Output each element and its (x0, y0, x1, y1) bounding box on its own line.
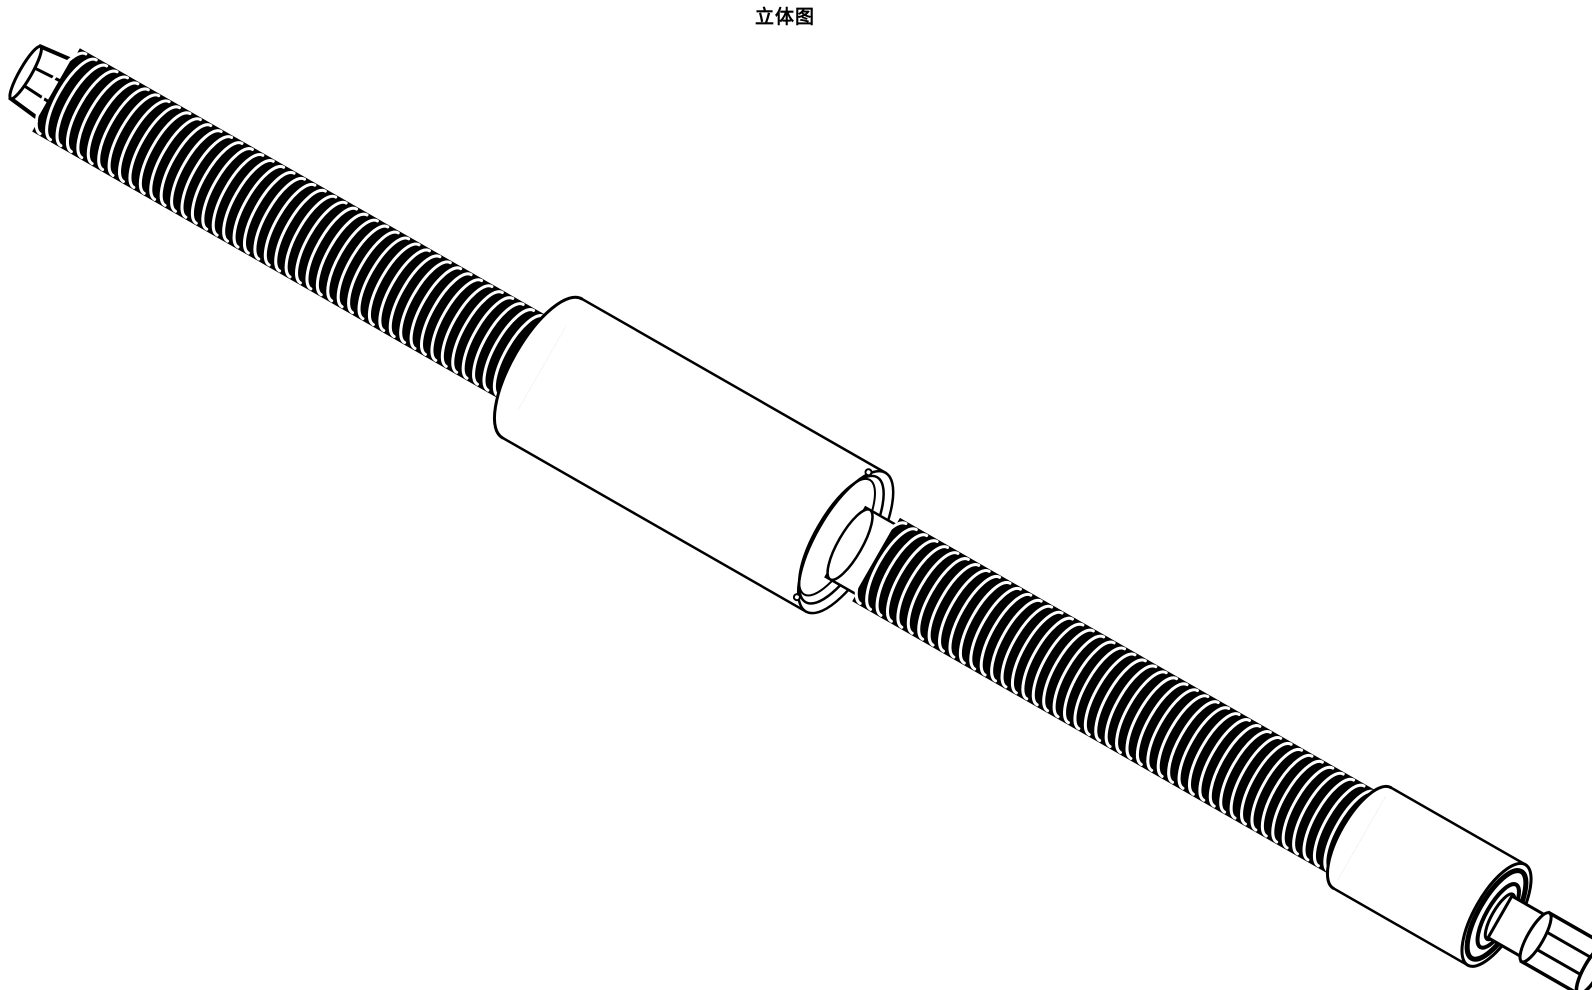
left-threaded-section (32, 48, 566, 410)
center-sleeve (492, 295, 895, 615)
right-threaded-section (852, 517, 1386, 880)
right-hex-end (1486, 894, 1592, 990)
center-flange (792, 468, 898, 605)
drawing-title: 立体图 (754, 6, 815, 28)
